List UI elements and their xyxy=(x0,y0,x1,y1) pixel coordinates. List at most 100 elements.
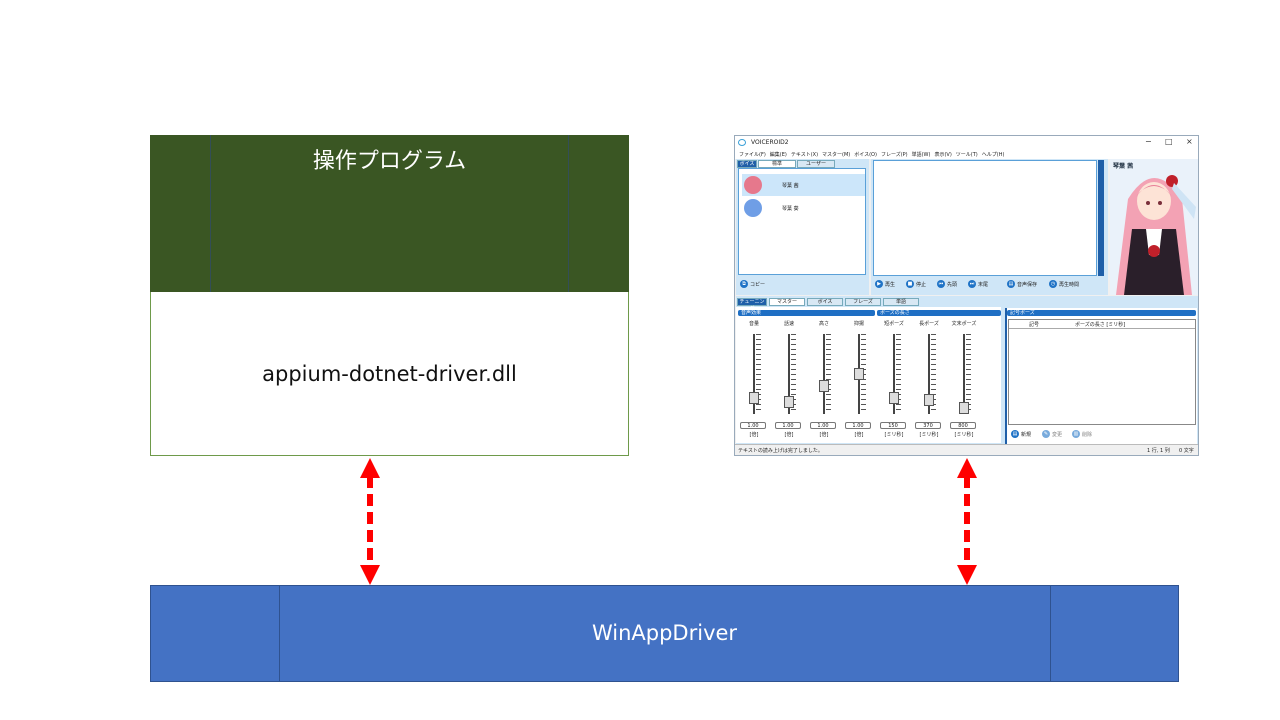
slider-ticks xyxy=(826,334,831,414)
avatar xyxy=(744,176,762,194)
symbol-pause-header: 記号ポーズ xyxy=(1007,310,1196,316)
slider-value[interactable]: 1.00 xyxy=(740,422,766,429)
tab-voice-tune[interactable]: ボイス xyxy=(807,298,843,306)
play-button[interactable]: ▶再生 xyxy=(875,280,895,288)
slider-unit: [ミリ秒] xyxy=(919,432,939,438)
voice-name: 琴葉 葵 xyxy=(782,206,799,212)
tab-word[interactable]: 単語 xyxy=(883,298,919,306)
slider-ticks xyxy=(966,334,971,414)
menu-edit[interactable]: 編集(E) xyxy=(769,152,787,158)
delete-button[interactable]: ▥削除 xyxy=(1072,430,1092,438)
slider-track[interactable] xyxy=(788,334,790,414)
save-audio-button[interactable]: ▤音声保存 xyxy=(1007,280,1037,288)
slider-knob[interactable] xyxy=(924,393,934,406)
slider-ticks xyxy=(756,334,761,414)
slider-value[interactable]: 370 xyxy=(915,422,941,429)
stop-label: 停止 xyxy=(916,281,927,288)
menu-file[interactable]: ファイル(F) xyxy=(739,152,766,158)
go-start-label: 先頭 xyxy=(947,281,958,288)
slider-knob[interactable] xyxy=(749,392,759,404)
slider-knob[interactable] xyxy=(889,392,899,404)
slider-label: 高さ xyxy=(818,321,829,327)
winappdriver-label: WinAppDriver xyxy=(591,621,738,645)
new-label: 新規 xyxy=(1021,431,1032,438)
menu-tools[interactable]: ツール(T) xyxy=(955,152,978,158)
close-icon[interactable]: × xyxy=(1186,137,1193,146)
slider-value[interactable]: 150 xyxy=(880,422,906,429)
slider-unit: [ミリ秒] xyxy=(954,432,974,438)
slider-knob[interactable] xyxy=(854,368,864,380)
slider-value[interactable]: 1.00 xyxy=(775,422,801,429)
save-audio-label: 音声保存 xyxy=(1017,281,1038,288)
stop-button[interactable]: ■停止 xyxy=(906,280,926,288)
winappdriver-box: WinAppDriver xyxy=(150,585,1179,682)
menu-word[interactable]: 単語(W) xyxy=(911,152,931,158)
menu-phrase[interactable]: フレーズ(P) xyxy=(880,152,908,158)
tab-user[interactable]: ユーザー xyxy=(797,160,835,168)
slider-label: 長ポーズ xyxy=(919,321,939,327)
copy-icon: ⧉ xyxy=(740,280,748,288)
slider-label: 文末ポーズ xyxy=(951,321,977,327)
text-scrollbar[interactable] xyxy=(1098,160,1104,276)
window-title: VOICEROID2 xyxy=(751,139,789,146)
minimize-icon[interactable]: − xyxy=(1145,137,1152,146)
app-icon xyxy=(738,139,746,146)
slider-value[interactable]: 1.00 xyxy=(845,422,871,429)
slider-track[interactable] xyxy=(928,334,930,414)
menu-bar: ファイル(F)編集(E)テキスト(X)マスター(M)ボイス(O)フレーズ(P)単… xyxy=(735,149,1198,159)
copy-label: コピー xyxy=(750,281,766,288)
slider-knob[interactable] xyxy=(784,396,794,408)
go-start-button[interactable]: ⏮先頭 xyxy=(937,280,957,288)
menu-voice[interactable]: ボイス(O) xyxy=(854,152,877,158)
winappdriver-divider xyxy=(279,586,280,681)
slider-track[interactable] xyxy=(893,334,895,414)
menu-help[interactable]: ヘルプ(H) xyxy=(981,152,1005,158)
window-titlebar: VOICEROID2 − □ × xyxy=(735,136,1198,149)
clock-icon: ◷ xyxy=(1049,280,1057,288)
symbol-table[interactable]: 記号 ポーズの長さ [ミリ秒] xyxy=(1008,319,1196,425)
tuning-tabs: チューニング マスター ボイス フレーズ 単語 xyxy=(737,298,937,312)
slider-unit: [倍] xyxy=(819,432,829,438)
slider-track[interactable] xyxy=(753,334,755,414)
edit-label: 変更 xyxy=(1052,431,1063,438)
text-input[interactable] xyxy=(873,160,1097,276)
dll-label: appium-dotnet-driver.dll xyxy=(262,361,517,386)
menu-text[interactable]: テキスト(X) xyxy=(790,152,819,158)
slider-label: 短ポーズ xyxy=(884,321,904,327)
slider-knob[interactable] xyxy=(959,401,969,414)
tab-voice[interactable]: ボイス xyxy=(737,160,757,168)
slider-label: 抑揚 xyxy=(853,321,864,327)
go-end-button[interactable]: ⏭末尾 xyxy=(968,280,988,288)
new-button[interactable]: ▤新規 xyxy=(1011,430,1031,438)
voice-list: 琴葉 茜 琴葉 葵 xyxy=(738,168,866,275)
pencil-icon: ✎ xyxy=(1042,430,1050,438)
slider-unit: [倍] xyxy=(854,432,864,438)
arrow-app-to-driver xyxy=(957,458,977,585)
voice-item-akane[interactable]: 琴葉 茜 xyxy=(742,174,865,196)
menu-view[interactable]: 表示(V) xyxy=(934,152,952,158)
slider-ticks xyxy=(791,334,796,414)
slider-knob[interactable] xyxy=(819,380,829,392)
slider-value[interactable]: 800 xyxy=(950,422,976,429)
avatar xyxy=(744,199,762,217)
maximize-icon[interactable]: □ xyxy=(1165,137,1173,146)
voice-item-aoi[interactable]: 琴葉 葵 xyxy=(742,197,865,219)
slider-track[interactable] xyxy=(823,334,825,414)
tab-master[interactable]: マスター xyxy=(769,298,805,306)
status-char-count: 0 文字 xyxy=(1179,448,1194,454)
edit-button[interactable]: ✎変更 xyxy=(1042,430,1062,438)
tab-phrase[interactable]: フレーズ xyxy=(845,298,881,306)
winappdriver-divider xyxy=(1050,586,1051,681)
copy-button[interactable]: ⧉コピー xyxy=(740,280,765,288)
effects-header: 音声効果 xyxy=(738,310,875,316)
arrow-dll-to-driver xyxy=(360,458,380,585)
character-panel: 琴葉 茜 xyxy=(1110,159,1198,295)
slider-unit: [ミリ秒] xyxy=(884,432,904,438)
play-time-button[interactable]: ◷再生時間 xyxy=(1049,280,1079,288)
menu-master[interactable]: マスター(M) xyxy=(822,152,851,158)
slider-unit: [倍] xyxy=(784,432,794,438)
slider-value[interactable]: 1.00 xyxy=(810,422,836,429)
tab-standard[interactable]: 標準 xyxy=(758,160,796,168)
slider-track[interactable] xyxy=(963,334,965,414)
program-box-divider xyxy=(568,135,569,292)
